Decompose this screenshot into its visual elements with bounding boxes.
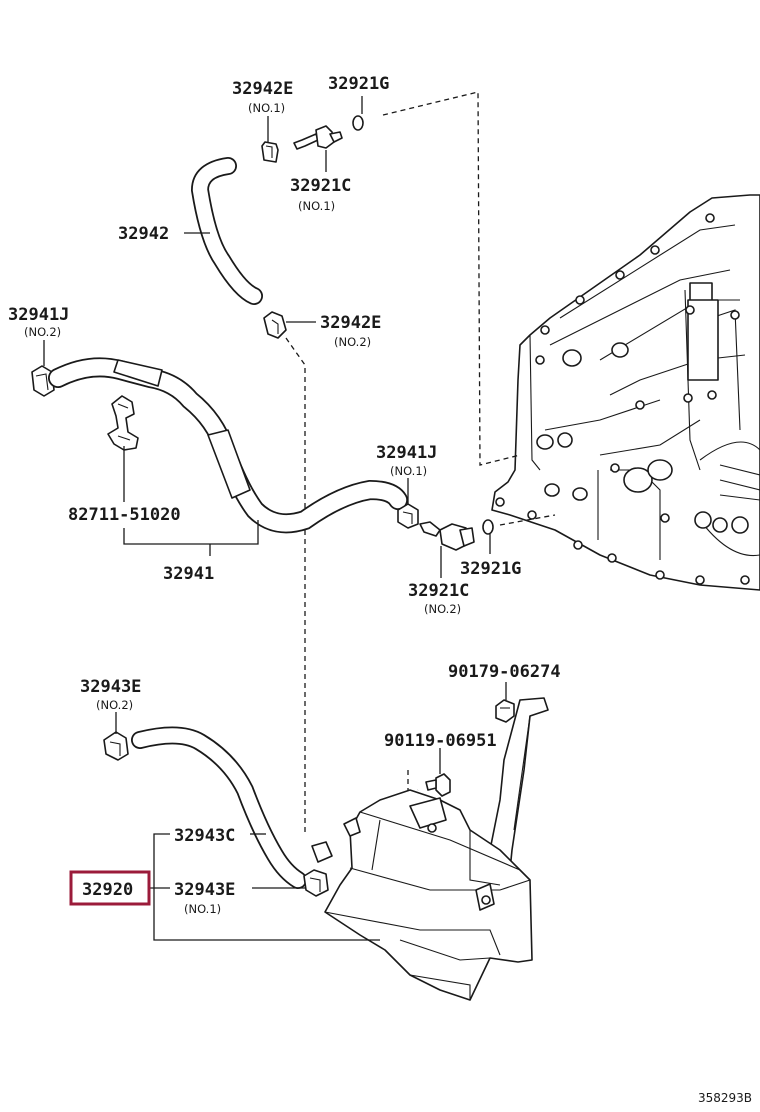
sub-32921C-no1: (NO.1)	[298, 199, 335, 213]
label-32941[interactable]: 32941	[163, 564, 214, 584]
transmission-housing	[491, 194, 760, 591]
label-90179-06274[interactable]: 90179-06274	[448, 662, 561, 682]
label-32921C-no2[interactable]: 32921C	[408, 581, 469, 601]
bolt-90119-06951	[425, 773, 451, 797]
label-32942[interactable]: 32942	[118, 224, 169, 244]
diagram-reference-number: 358293B	[698, 1091, 752, 1105]
sub-32921C-no2: (NO.2)	[424, 602, 461, 616]
clamp-32943E-no2	[103, 731, 129, 761]
reference-dashed-lines	[285, 91, 556, 835]
label-82711-51020[interactable]: 82711-51020	[68, 505, 181, 525]
label-32941J-no2[interactable]: 32941J	[8, 305, 69, 325]
selected-part-highlight	[69, 870, 151, 906]
label-32942E-no2[interactable]: 32942E	[320, 313, 381, 333]
clamp-32941J-no1	[397, 503, 419, 529]
sub-32942E-no2: (NO.2)	[334, 335, 371, 349]
clamp-32943E-no1	[303, 869, 329, 897]
hose-32942	[190, 157, 263, 305]
label-90119-06951[interactable]: 90119-06951	[384, 731, 497, 751]
label-32943E-no2[interactable]: 32943E	[80, 677, 141, 697]
label-32920[interactable]: 32920	[82, 880, 133, 900]
valve-32921C-no2	[419, 521, 475, 551]
o-ring-32921G-lower	[482, 519, 494, 535]
leader-lines	[43, 96, 507, 941]
bolt-90179-06274	[495, 699, 515, 723]
sub-32943E-no2: (NO.2)	[96, 698, 133, 712]
clamp-32942E-no1	[261, 141, 279, 163]
hose-32941	[48, 357, 408, 534]
label-32941J-no1[interactable]: 32941J	[376, 443, 437, 463]
sub-32941J-no2: (NO.2)	[24, 325, 61, 339]
cooler-assembly-32920	[311, 697, 549, 1001]
label-32921G-upper[interactable]: 32921G	[328, 74, 389, 94]
label-32943E-no1[interactable]: 32943E	[174, 880, 235, 900]
label-32943C[interactable]: 32943C	[174, 826, 235, 846]
part-labels: 32942E (NO.1) 32921G 32921C (NO.1) 32942…	[8, 74, 752, 1105]
o-ring-32921G-upper	[352, 115, 364, 131]
sub-32943E-no1: (NO.1)	[184, 902, 221, 916]
valve-32921C-no1	[293, 125, 343, 150]
clamp-32942E-no2	[263, 311, 287, 339]
label-32921G-lower[interactable]: 32921G	[460, 559, 521, 579]
bracket-82711-51020	[107, 395, 139, 451]
label-32921C-no1[interactable]: 32921C	[290, 176, 351, 196]
label-32942E-no1[interactable]: 32942E	[232, 79, 293, 99]
clamp-32941J-no2	[31, 365, 55, 397]
sub-32941J-no1: (NO.1)	[390, 464, 427, 478]
sub-32942E-no1: (NO.1)	[248, 101, 285, 115]
hose-32943C	[131, 726, 307, 889]
